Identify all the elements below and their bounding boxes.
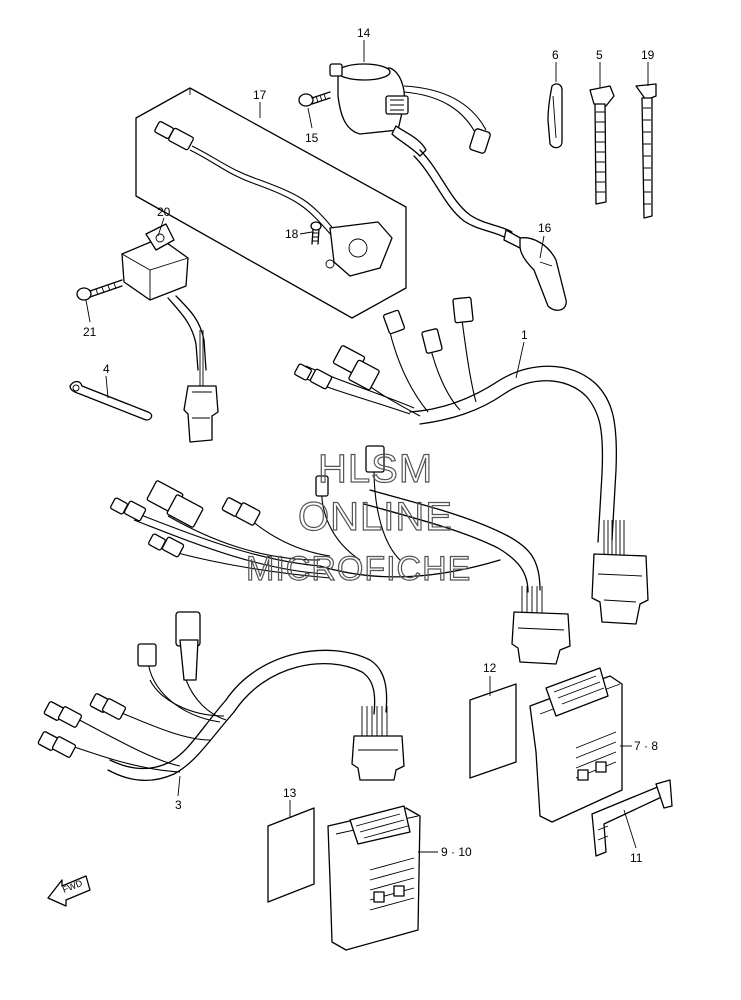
part-6-clamp [547, 83, 563, 149]
callout-7-8: 7 · 8 [634, 739, 658, 753]
part-12-label-card [469, 683, 517, 779]
part-21-bolt [76, 279, 123, 301]
callout-18: 18 [285, 227, 299, 241]
fwd-arrow-icon: FWD [47, 875, 91, 907]
part-11-strap [591, 779, 673, 857]
part-3-harness [59, 649, 405, 782]
part-3-connectors [37, 611, 201, 758]
callout-9-10: 9 · 10 [441, 845, 472, 859]
callout-15: 15 [305, 131, 319, 145]
callout-5: 5 [596, 48, 603, 62]
callout-11: 11 [630, 851, 643, 865]
part-17-pulser-lead [154, 121, 393, 277]
part-18-screw [310, 221, 322, 245]
middle-harness [127, 469, 571, 665]
watermark-line-3: MICROFICHE [246, 550, 471, 588]
callout-20: 20 [157, 205, 171, 219]
middle-harness-connectors [110, 445, 385, 558]
part-14-ignition-coil [329, 63, 513, 239]
callout-16: 16 [538, 221, 552, 235]
callout-17: 17 [253, 88, 267, 102]
callout-labels: 14 15 17 18 20 21 4 6 5 19 16 1 12 7 · 8… [83, 26, 658, 865]
callout-4: 4 [103, 362, 110, 376]
callout-13: 13 [283, 786, 297, 800]
part-13-label-card [267, 807, 315, 903]
callout-19: 19 [641, 48, 655, 62]
callout-12: 12 [483, 661, 497, 675]
watermark: HLSM ONLINE MICROFICHE [245, 446, 471, 588]
callout-14: 14 [357, 26, 371, 40]
part-20-relay [121, 223, 219, 443]
callout-3: 3 [175, 798, 182, 812]
callout-21: 21 [83, 325, 97, 339]
part-1-main-harness [299, 319, 649, 625]
leader-lines [85, 40, 649, 853]
watermark-line-1: HLSM [318, 447, 433, 491]
part-15-bolt [298, 91, 331, 107]
part-5-clamp-tie [589, 85, 615, 205]
part-19-cable-tie [635, 83, 657, 219]
part-17-assembly-box [135, 87, 407, 319]
part-9-10-ecm-unit [327, 805, 421, 951]
part-4-clamp-band [69, 380, 153, 421]
callout-1: 1 [521, 328, 528, 342]
part-7-8-ecm-unit [529, 667, 623, 823]
part-1-connectors [294, 296, 474, 391]
callout-6: 6 [552, 48, 559, 62]
watermark-line-2: ONLINE [298, 495, 453, 539]
part-16-plug-cap [503, 229, 567, 311]
